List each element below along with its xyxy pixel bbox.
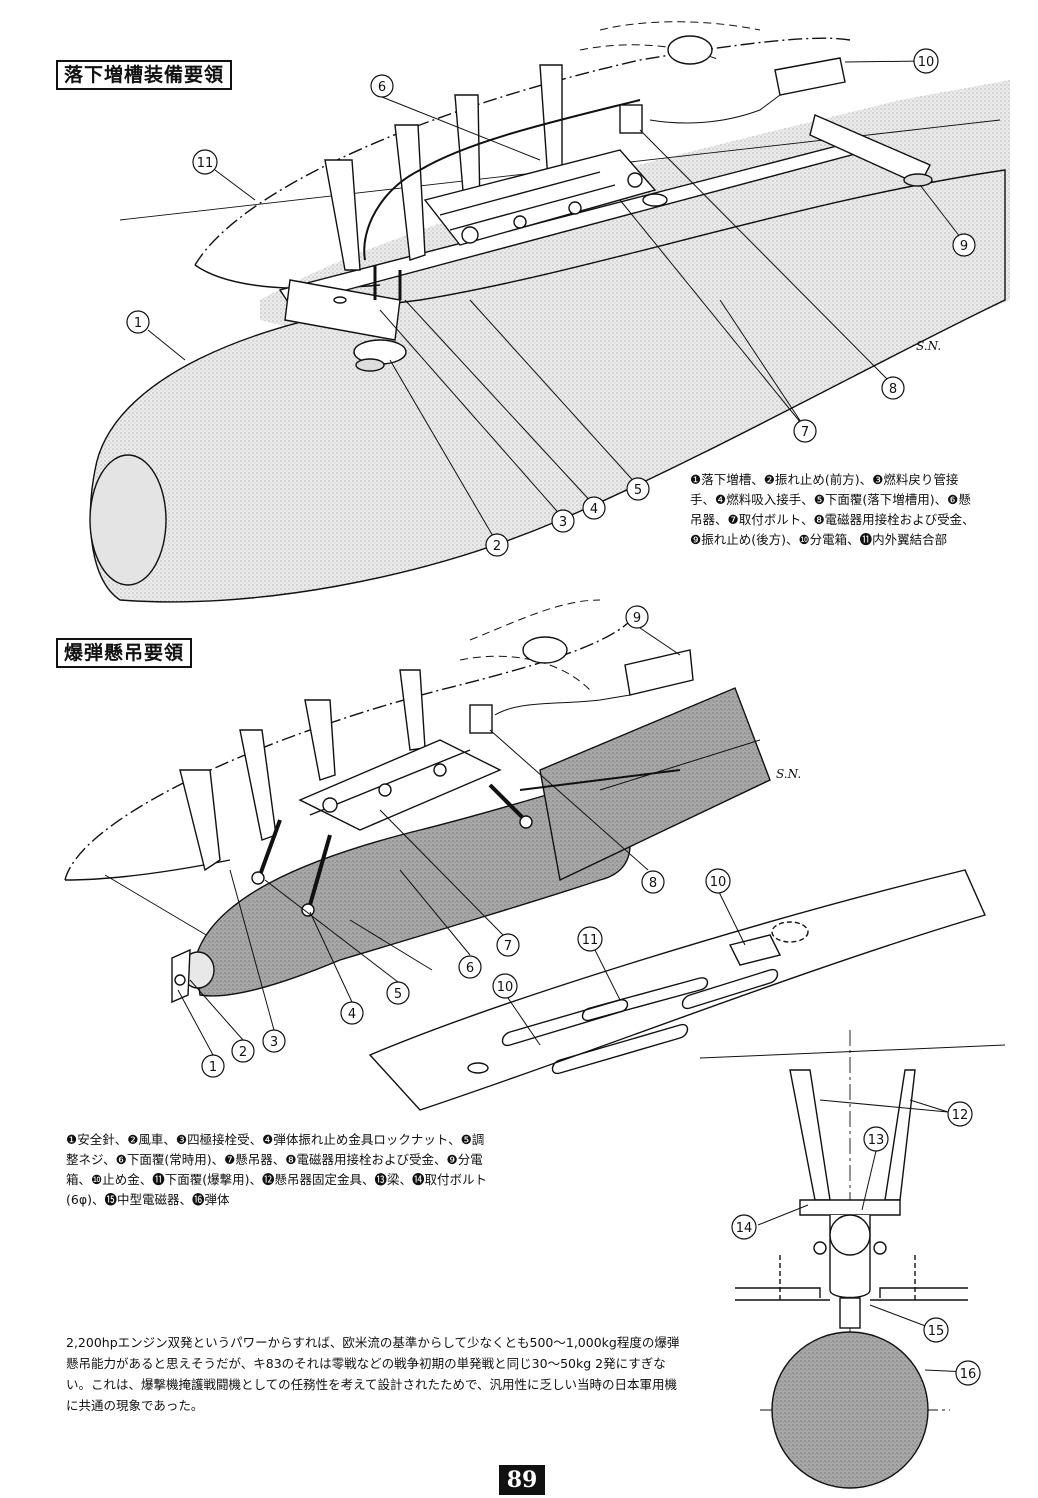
svg-text:15: 15	[928, 1324, 945, 1339]
svg-text:12: 12	[952, 1108, 969, 1123]
callout-9: 9	[952, 233, 976, 257]
svg-text:3: 3	[270, 1035, 278, 1050]
callout-3: 3	[551, 509, 575, 533]
callout-11: 11	[192, 149, 218, 175]
svg-text:8: 8	[889, 382, 897, 397]
svg-text:6: 6	[466, 961, 474, 976]
svg-text:16: 16	[960, 1367, 977, 1382]
svg-text:11: 11	[582, 933, 599, 948]
svg-text:2: 2	[239, 1045, 247, 1060]
svg-text:3: 3	[559, 515, 567, 530]
svg-text:4: 4	[590, 502, 598, 517]
svg-text:9: 9	[960, 239, 968, 254]
svg-text:9: 9	[633, 611, 641, 626]
artist-signature-2: S.N.	[776, 767, 801, 781]
callout-2-9: 9	[625, 605, 649, 629]
callout-2: 2	[485, 533, 509, 557]
callout-5: 5	[626, 477, 650, 501]
callout-6: 6	[370, 74, 394, 98]
svg-text:5: 5	[394, 987, 402, 1002]
svg-text:4: 4	[348, 1007, 356, 1022]
callout-2-3: 3	[262, 1029, 286, 1053]
svg-text:1: 1	[209, 1060, 217, 1075]
wing-outline-2	[64, 609, 641, 881]
callout-2-10a: 10	[705, 868, 731, 894]
callout-2-5: 5	[386, 981, 410, 1005]
svg-text:7: 7	[504, 939, 512, 954]
section2-callouts: 1 2 3 4 5 6 7 8 9 10 10 11 12 13 14 15 1…	[201, 605, 981, 1386]
svg-text:13: 13	[868, 1133, 885, 1148]
section2-caption: ❶安全針、❷風車、❸四極接栓受、❹弾体振れ止め金具ロックナット、❺調整ネジ、❻下…	[66, 1132, 487, 1207]
bomb-cover-panel	[368, 869, 986, 1111]
callout-2-13: 13	[863, 1126, 889, 1152]
bomb-diagram	[64, 599, 771, 1004]
callout-2-1: 1	[201, 1054, 225, 1078]
svg-text:5: 5	[634, 483, 642, 498]
callout-2-4: 4	[340, 1001, 364, 1025]
callout-2-7: 7	[496, 933, 520, 957]
callout-2-8: 8	[641, 870, 665, 894]
callout-2-11: 11	[577, 926, 603, 952]
svg-text:11: 11	[197, 156, 214, 171]
callout-2-10b: 10	[492, 973, 518, 999]
bomb-section-circle	[771, 1331, 929, 1489]
callout-7: 7	[793, 419, 817, 443]
section2-title: 爆弾懸吊要領	[56, 638, 193, 668]
artist-signature-1: S.N.	[916, 339, 941, 353]
callout-2-2: 2	[231, 1039, 255, 1063]
callout-2-16: 16	[955, 1360, 981, 1386]
svg-text:10: 10	[710, 875, 727, 890]
section1-leaders	[147, 60, 965, 544]
svg-text:8: 8	[649, 876, 657, 891]
callout-2-14: 14	[731, 1214, 757, 1240]
svg-text:10: 10	[497, 980, 514, 995]
callout-2-6: 6	[458, 955, 482, 979]
callout-8: 8	[881, 376, 905, 400]
drop-tank-nose	[89, 454, 167, 586]
callout-1: 1	[126, 310, 150, 334]
callout-2-12: 12	[947, 1101, 973, 1127]
svg-text:1: 1	[134, 316, 142, 331]
callout-2-15: 15	[923, 1317, 949, 1343]
svg-text:2: 2	[493, 539, 501, 554]
bomb-cross-section	[699, 1030, 1006, 1489]
section1-title: 落下増槽装備要領	[56, 60, 233, 90]
body-paragraph: 2,200hpエンジン双発というパワーからすれば、欧米流の基準からして少なくとも…	[66, 1335, 680, 1413]
page-number: 89	[499, 1465, 545, 1495]
svg-text:10: 10	[918, 55, 935, 70]
bomb-tail-fin	[539, 687, 771, 882]
svg-text:7: 7	[801, 425, 809, 440]
svg-text:14: 14	[736, 1221, 753, 1236]
section1-caption: ❶落下増槽、❷振れ止め(前方)、❸燃料戻り管接手、❹燃料吸入接手、❺下面覆(落下…	[690, 472, 975, 547]
svg-text:6: 6	[378, 80, 386, 95]
callout-10: 10	[913, 48, 939, 74]
section1-callouts: 1 2 3 4 5 6 7 8 9 10 11 S.N.	[126, 48, 976, 557]
callout-4: 4	[582, 496, 606, 520]
